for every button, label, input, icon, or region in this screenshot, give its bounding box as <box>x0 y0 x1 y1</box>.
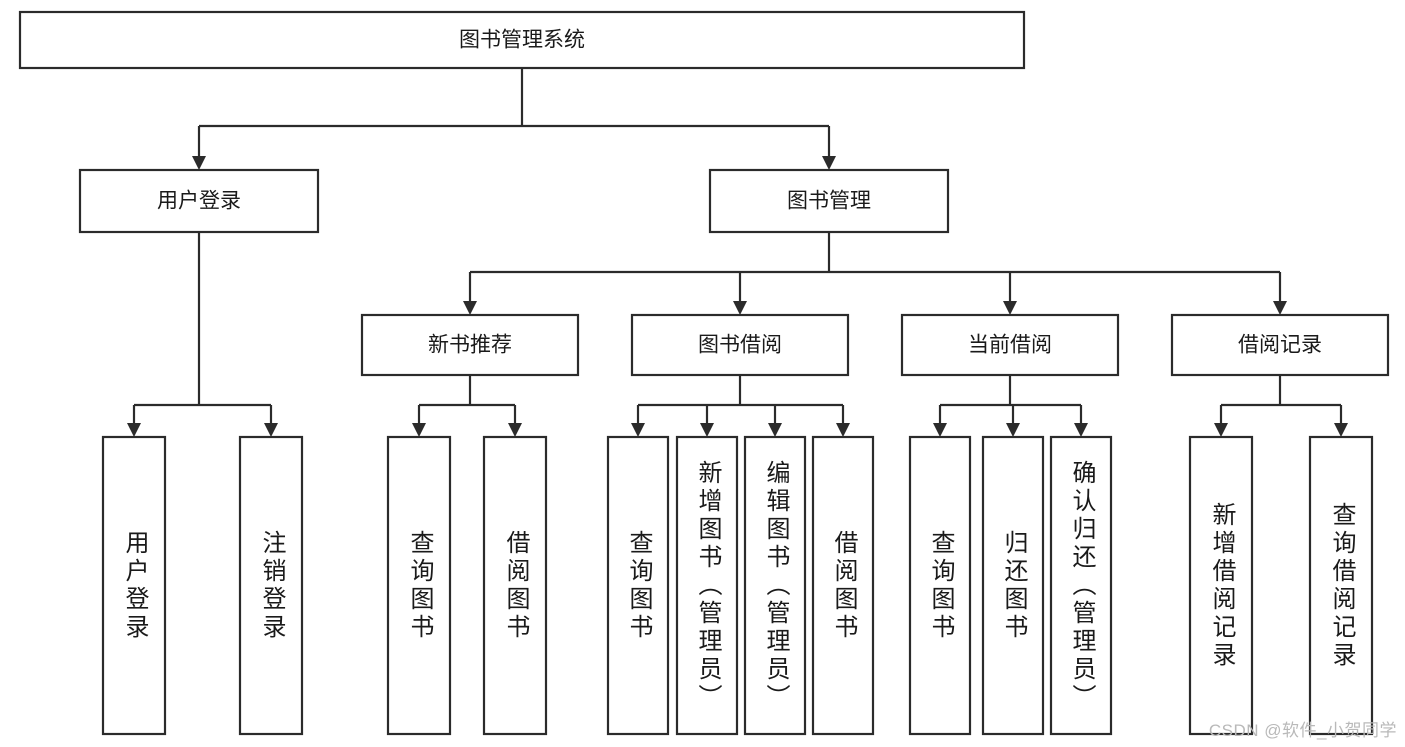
arrow-head-icon <box>1273 301 1287 315</box>
arrow-head-icon <box>822 156 836 170</box>
arrow-head-icon <box>412 423 426 437</box>
level3-label-1: 图书借阅 <box>698 334 782 357</box>
box-layer <box>18 10 1390 736</box>
leaf-box-3[interactable] <box>482 435 548 736</box>
leaf-box-10[interactable] <box>1049 435 1113 736</box>
connector-layer <box>127 68 1348 437</box>
leaf-box-12[interactable] <box>1308 435 1374 736</box>
arrow-head-icon <box>733 301 747 315</box>
level3-box-1[interactable] <box>630 313 850 377</box>
arrow-head-icon <box>1334 423 1348 437</box>
leaf-box-7[interactable] <box>811 435 875 736</box>
arrow-head-icon <box>836 423 850 437</box>
arrow-head-icon <box>463 301 477 315</box>
leaf-box-0[interactable] <box>101 435 167 736</box>
leaf-box-8[interactable] <box>908 435 972 736</box>
arrow-head-icon <box>1003 301 1017 315</box>
level3-label-0: 新书推荐 <box>428 334 512 357</box>
leaf-box-6[interactable] <box>743 435 807 736</box>
level3-label-2: 当前借阅 <box>968 334 1052 357</box>
level3-box-3[interactable] <box>1170 313 1390 377</box>
level2-label-0: 用户登录 <box>157 190 241 213</box>
arrow-head-icon <box>192 156 206 170</box>
arrow-head-icon <box>508 423 522 437</box>
level2-box-1[interactable] <box>708 168 950 234</box>
leaf-box-1[interactable] <box>238 435 304 736</box>
level3-label-3: 借阅记录 <box>1238 334 1322 357</box>
level3-box-0[interactable] <box>360 313 580 377</box>
leaf-box-5[interactable] <box>675 435 739 736</box>
level2-label-1: 图书管理 <box>787 190 871 213</box>
arrow-head-icon <box>1214 423 1228 437</box>
arrow-head-icon <box>631 423 645 437</box>
watermark-text: CSDN @软件_小贺同学 <box>1208 721 1397 740</box>
leaf-box-2[interactable] <box>386 435 452 736</box>
root-box-0[interactable] <box>18 10 1026 70</box>
arrow-head-icon <box>264 423 278 437</box>
arrow-head-icon <box>768 423 782 437</box>
arrow-head-icon <box>933 423 947 437</box>
arrow-head-icon <box>700 423 714 437</box>
root-label-0: 图书管理系统 <box>459 29 585 52</box>
leaf-box-9[interactable] <box>981 435 1045 736</box>
arrow-head-icon <box>1006 423 1020 437</box>
leaf-box-4[interactable] <box>606 435 670 736</box>
level2-box-0[interactable] <box>78 168 320 234</box>
leaf-box-11[interactable] <box>1188 435 1254 736</box>
arrow-head-icon <box>1074 423 1088 437</box>
level3-box-2[interactable] <box>900 313 1120 377</box>
arrow-head-icon <box>127 423 141 437</box>
